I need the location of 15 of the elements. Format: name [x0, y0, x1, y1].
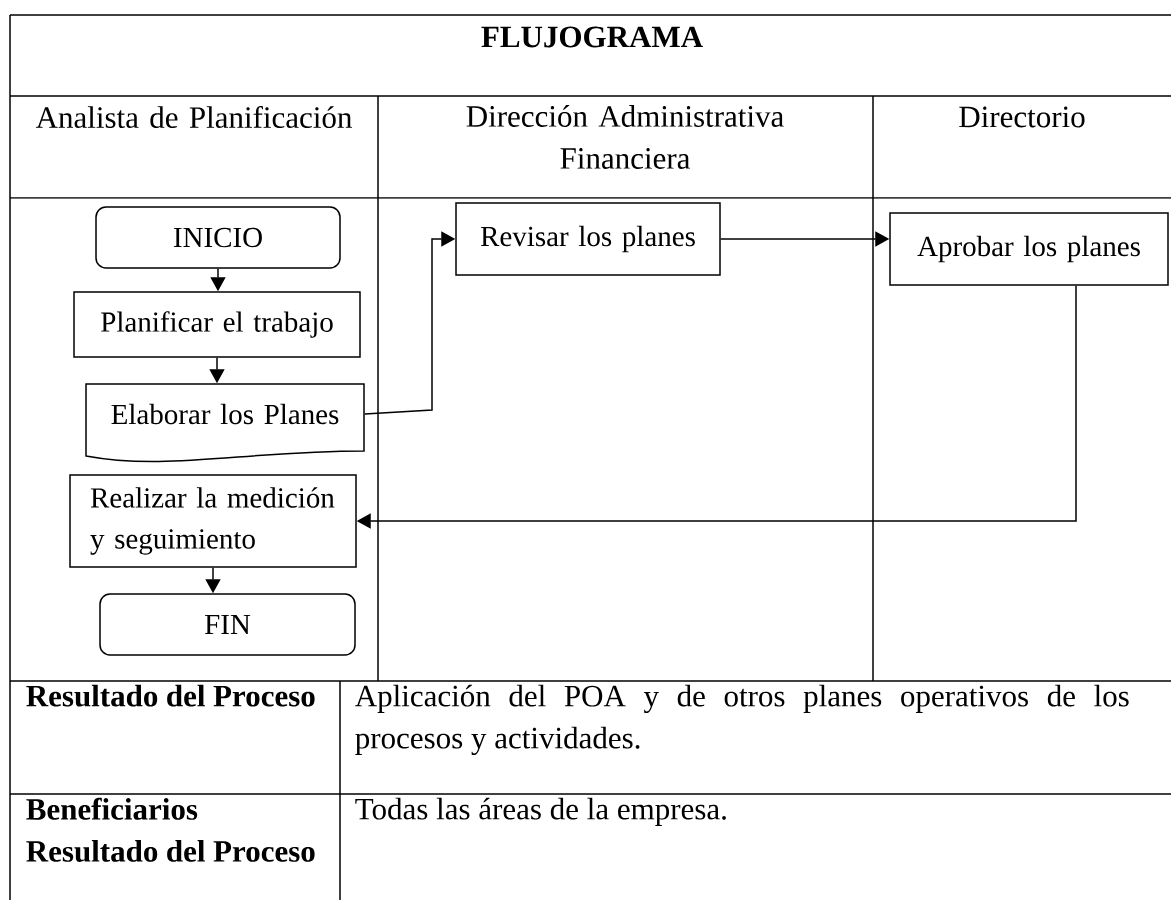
- title: FLUJOGRAMA: [481, 26, 703, 48]
- table-cell-text: Todas las áreas de la empresa.: [355, 797, 726, 826]
- process-box: Aprobar los planes: [889, 212, 1169, 286]
- terminal-box: INICIO: [95, 206, 341, 269]
- lane-header: Analista de Planificación: [35, 105, 352, 129]
- lane-header: Dirección Administrativa Financiera: [466, 105, 784, 169]
- table-cell-text: Resultado del Proceso: [26, 684, 315, 707]
- lane-header: Directorio: [959, 106, 1085, 128]
- document-box: Elaborar los Planes: [85, 383, 365, 463]
- terminal-box: FIN: [99, 593, 356, 656]
- table-cell-text: Aplicación del POA y de otros planes operativos de los procesos y actividades.: [355, 684, 1129, 755]
- process-box: Revisar los planes: [455, 202, 721, 276]
- table-cell-text: Beneficiarios Resultado del Proceso: [26, 797, 315, 862]
- process-box: Realizar la medición y seguimiento: [69, 474, 357, 568]
- process-box: Planificar el trabajo: [73, 291, 361, 358]
